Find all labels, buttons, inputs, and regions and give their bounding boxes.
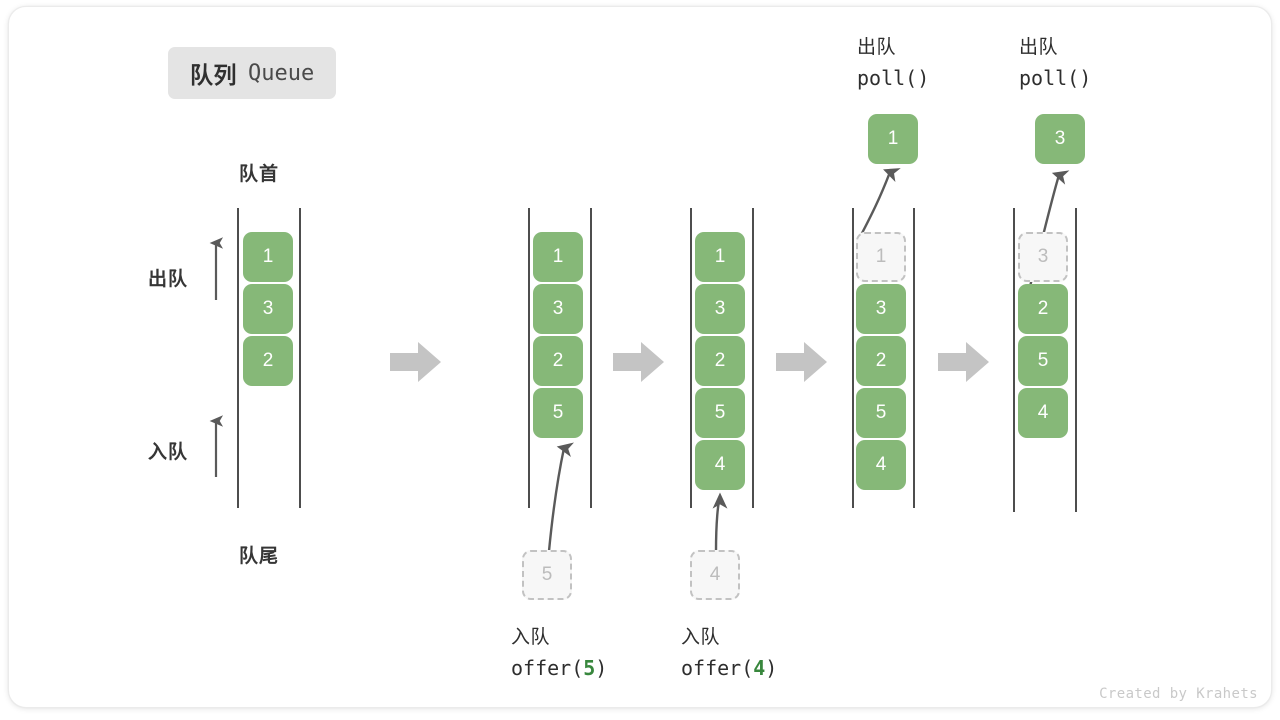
queue-element-placeholder: 1 [856,232,906,282]
queue-rail-left [852,208,854,508]
caption-cn-offer-4: 入队 [681,627,721,648]
queue-element: 2 [243,336,293,386]
queue-element: 5 [695,388,745,438]
queue-rail-right [913,208,915,508]
step-arrow-1 [390,340,442,384]
queue-element: 3 [243,284,293,334]
queue-element: 1 [695,232,745,282]
queue-element: 5 [1018,336,1068,386]
caption-cn-poll-1: 出队 [857,37,897,58]
caption-cn-offer-5: 入队 [511,627,551,648]
tail-label: 队尾 [239,546,280,567]
queue-rail-right [590,208,592,508]
queue-rail-left [528,208,530,508]
caption-code-poll-3: poll() [1019,66,1092,90]
queue-rail-right [752,208,754,508]
queue-element: 1 [243,232,293,282]
caption-code-offer-5: offer(5) [511,656,608,680]
caption-cn-poll-3: 出队 [1019,37,1059,58]
queue-element-placeholder: 3 [1018,232,1068,282]
enqueue-label: 入队 [148,442,189,463]
queue-rail-left [690,208,692,508]
queue-element: 4 [1018,388,1068,438]
step-arrow-2 [613,340,665,384]
queue-element: 2 [1018,284,1068,334]
incoming-element-placeholder: 5 [522,550,572,600]
queue-element: 2 [695,336,745,386]
queue-element: 3 [856,284,906,334]
queue-element: 4 [695,440,745,490]
credit-text: Created by Krahets [1099,686,1258,702]
title-chinese: 队列 [190,62,237,88]
queue-element: 5 [856,388,906,438]
queue-rail-right [299,208,301,508]
queue-element: 2 [856,336,906,386]
head-label: 队首 [239,164,280,185]
polled-element: 3 [1035,114,1085,164]
incoming-element-placeholder: 4 [690,550,740,600]
queue-rail-right [1075,208,1077,512]
polled-element: 1 [868,114,918,164]
queue-element: 2 [533,336,583,386]
queue-element: 5 [533,388,583,438]
queue-element: 3 [533,284,583,334]
queue-rail-left [237,208,239,508]
caption-code-poll-1: poll() [857,66,930,90]
queue-element: 3 [695,284,745,334]
queue-element: 1 [533,232,583,282]
queue-rail-left [1013,208,1015,512]
dequeue-label: 出队 [148,269,189,290]
step-arrow-4 [938,340,990,384]
queue-element: 4 [856,440,906,490]
caption-code-offer-4: offer(4) [681,656,778,680]
step-arrow-3 [776,340,828,384]
title-english: Queue [248,60,315,86]
diagram-title-badge: 队列 Queue [168,47,337,99]
